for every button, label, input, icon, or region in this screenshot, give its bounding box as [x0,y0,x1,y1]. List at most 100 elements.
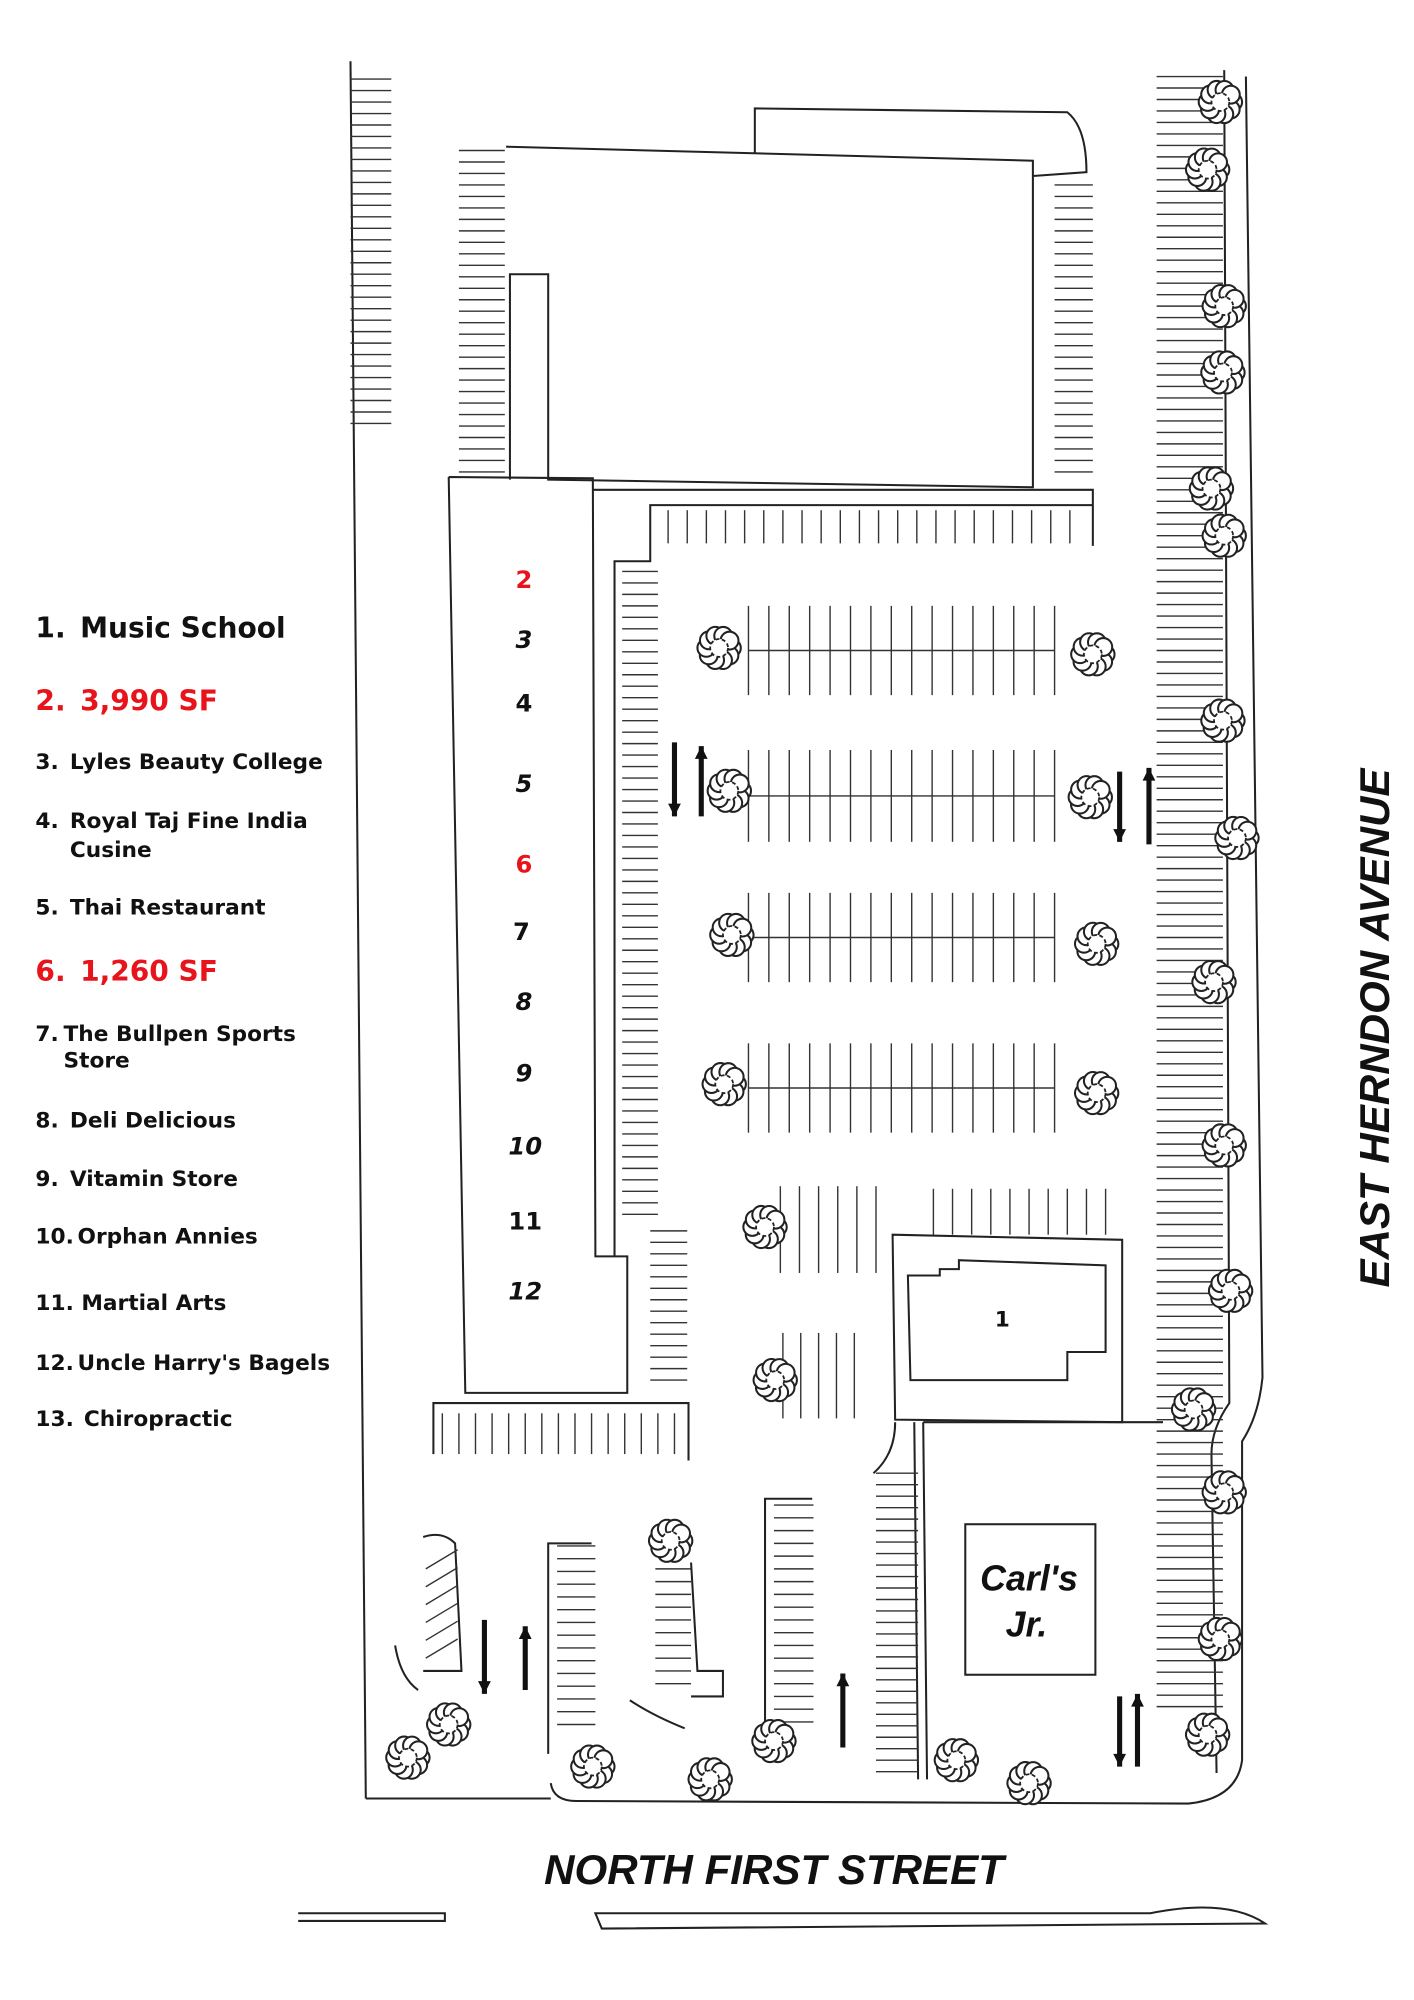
unit-11: 11 [508,1208,542,1236]
legend-num-11: 11. [35,1291,73,1316]
unit-numbers: 2 3 4 5 6 7 8 9 10 11 12 1 Carl's Jr. [508,566,1078,1644]
carls-jr-label-line2: Jr. [1006,1604,1048,1644]
arrow-head [836,1673,850,1687]
legend-label-2: 3,990 SF [80,684,218,717]
legend-num-12: 12. [35,1351,73,1376]
arrow-head [694,746,708,759]
legend-label-5: Thai Restaurant [70,896,266,921]
tree-icon [1070,632,1116,677]
parking-stall-line [425,1620,458,1641]
arrow-icon [1113,771,1127,842]
unit-2: 2 [516,566,533,594]
legend-label-1: Music School [80,612,286,645]
trees [385,79,1260,1806]
tree-icon [1073,921,1120,966]
tree-icon [1188,466,1235,511]
legend-num-5: 5. [35,896,58,921]
carls-jr-parcel [872,1421,1163,1780]
tree-core [1083,644,1103,665]
tree-core [719,780,740,801]
legend-label-4: Royal Taj Fine India [70,809,308,834]
tree-icon [752,1357,798,1403]
unit-12: 12 [508,1278,542,1306]
unit-10: 10 [508,1132,542,1160]
parking-stall-line [425,1584,458,1606]
tree-icon [385,1735,431,1780]
legend-num-2: 2. [35,684,65,717]
tree-icon [1201,1123,1247,1168]
tree-core [583,1756,603,1777]
tree-core [1213,710,1233,731]
tree-icon [1214,815,1260,861]
tree-core [1214,1135,1235,1156]
legend-num-7: 7. [35,1022,58,1047]
tree-core [1213,362,1233,383]
bottom-strip-stalls-outline [432,1402,690,1461]
tree-core [765,1370,786,1390]
arrow-icon [478,1619,491,1694]
arrow-head [1142,767,1156,781]
tree-core [700,1769,721,1790]
tree-core [398,1747,418,1768]
tree-core [660,1530,681,1551]
tenant-legend: 1. Music School 2. 3,990 SF 3. Lyles Bea… [35,612,330,1432]
tree-icon [1200,698,1246,743]
traffic-arrows [394,742,1156,1767]
arrow-head [518,1626,532,1640]
tree-icon [1201,513,1247,558]
tree-icon [706,768,753,813]
arrow-head [1113,1753,1127,1767]
arrow-head [1131,1693,1144,1707]
tree-core [722,925,742,945]
unit-8: 8 [516,988,533,1016]
tree-icon [1191,960,1237,1005]
unit-3: 3 [516,626,533,654]
tree-icon [1170,1387,1217,1432]
tree-core [1214,1482,1235,1503]
south-road-line [298,1906,1269,1930]
tree-icon [696,625,742,671]
street-label-north-first: NORTH FIRST STREET [544,1846,1007,1893]
tree-icon [570,1744,616,1789]
tree-icon [1184,1712,1231,1757]
islands [422,1497,813,1754]
arrow-icon [1113,1696,1127,1767]
parking-stall-line [425,1638,458,1659]
tree-core [1086,1083,1107,1103]
parking-stall-line [425,1602,458,1624]
arrow-head [668,803,681,817]
legend-label-7-line2: Store [64,1049,130,1074]
tree-icon [1073,1070,1120,1116]
arrow-head [1113,829,1127,842]
tree-icon [933,1738,980,1783]
unit-4: 4 [516,690,533,718]
music-school-building [906,1259,1107,1382]
tree-core [1220,1280,1241,1301]
legend-num-13: 13. [35,1407,73,1432]
unit-6: 6 [516,850,533,878]
arrow-icon [518,1626,532,1691]
legend-label-7: The Bullpen Sports [64,1022,296,1047]
legend-label-6: 1,260 SF [80,955,218,988]
tree-core [1227,828,1247,848]
turn-arrow-icon [394,1645,419,1691]
arrow-icon [1131,1693,1144,1767]
tree-icon [742,1204,788,1250]
tree-icon [701,1062,747,1107]
tree-core [946,1750,967,1771]
tree-icon [1067,775,1113,820]
arrow-icon [1142,767,1156,845]
tree-icon [687,1757,733,1802]
legend-label-12: Uncle Harry's Bagels [78,1351,331,1376]
tree-core [1210,92,1231,112]
tree-core [1214,525,1235,546]
anchor-building [506,107,1088,489]
tree-core [709,638,729,658]
arrow-icon [668,742,681,817]
tree-core [1214,296,1235,316]
unit-7: 7 [513,918,530,946]
music-school-number: 1 [995,1308,1010,1333]
tree-core [1197,1724,1218,1745]
tree-icon [1200,350,1246,395]
